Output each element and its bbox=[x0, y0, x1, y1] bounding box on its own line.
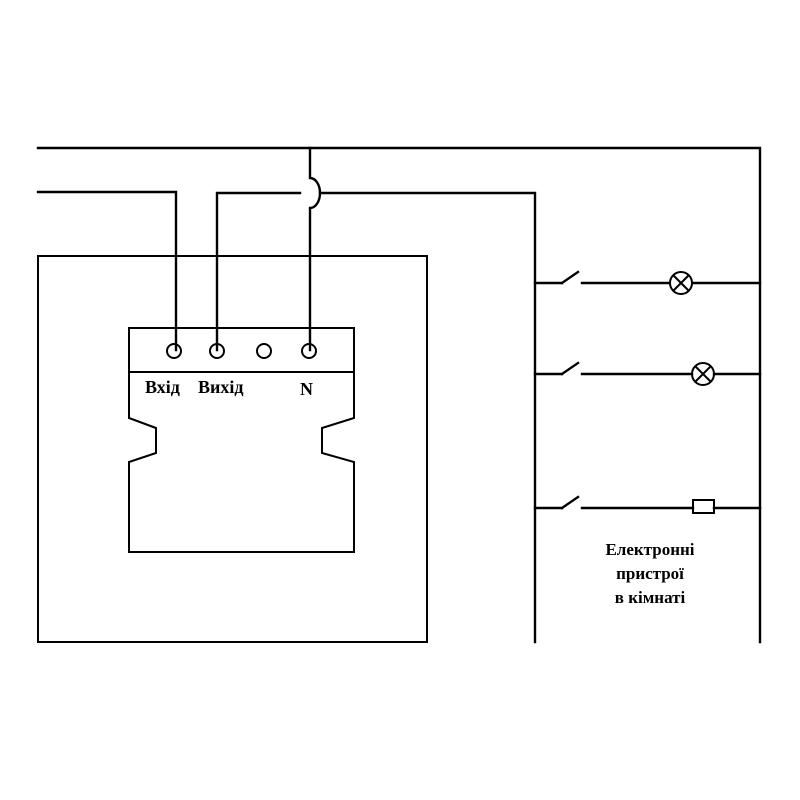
neutral-terminal bbox=[301, 343, 317, 359]
output-wire-continuation bbox=[318, 191, 537, 644]
load-branch-2 bbox=[533, 361, 762, 386]
output-label: Вихід bbox=[198, 377, 243, 397]
supply-wire-top bbox=[36, 146, 762, 644]
switch-1 bbox=[560, 270, 580, 285]
switch-2 bbox=[560, 361, 580, 376]
load-branch-1 bbox=[533, 270, 762, 295]
load-branch-3 bbox=[533, 495, 762, 514]
neutral-wire bbox=[308, 146, 322, 352]
fuse-icon bbox=[692, 499, 715, 514]
loads-caption-line-3: в кімнаті bbox=[615, 588, 686, 607]
input-terminal bbox=[166, 343, 182, 359]
switch-3 bbox=[560, 495, 580, 510]
lamp-icon bbox=[669, 271, 693, 295]
input-label: Вхід bbox=[145, 377, 180, 397]
output-terminal bbox=[209, 343, 225, 359]
neutral-label: N bbox=[300, 379, 313, 399]
output-wire bbox=[215, 191, 302, 352]
loads-caption-line-1: Електронні bbox=[605, 540, 694, 559]
enclosure-box bbox=[37, 255, 428, 643]
lamp-icon bbox=[691, 362, 715, 386]
unused-terminal bbox=[256, 343, 272, 359]
loads-caption-line-2: пристрої bbox=[616, 564, 684, 583]
device-body bbox=[128, 327, 355, 553]
supply-wire-input bbox=[36, 190, 178, 352]
